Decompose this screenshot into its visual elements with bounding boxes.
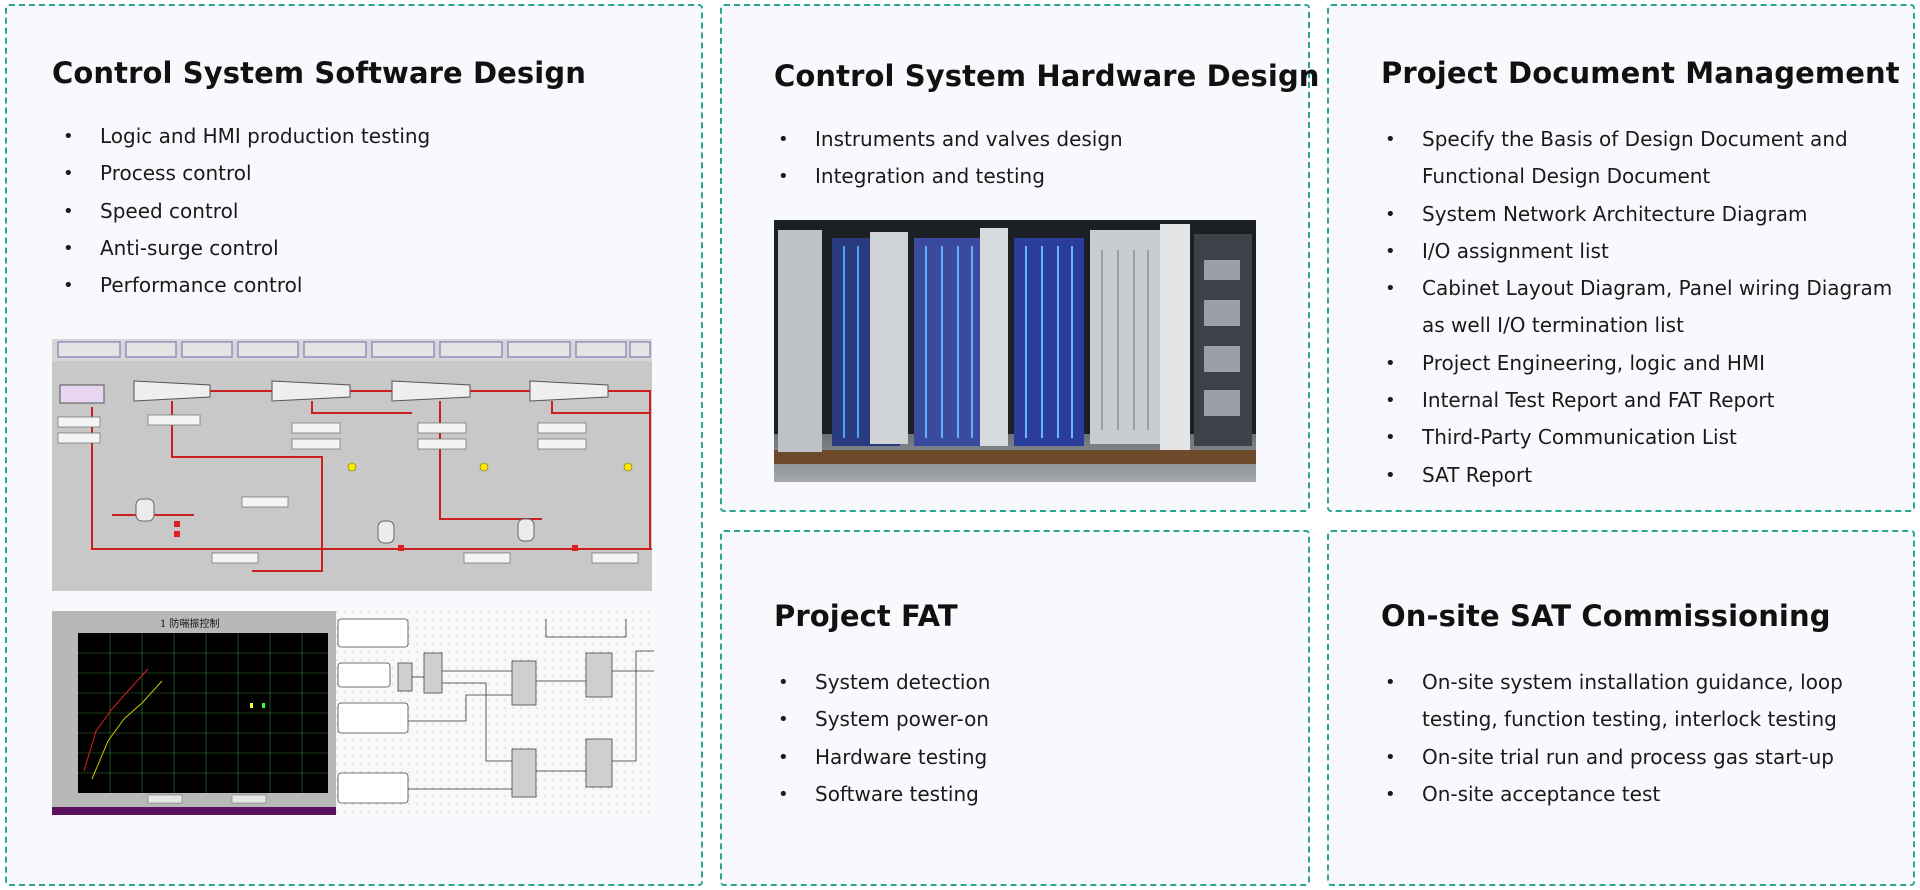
card-hardware-design: Control System Hardware Design Instrumen… (720, 4, 1319, 512)
list-item: Cabinet Layout Diagram, Panel wiring Dia… (1381, 270, 1909, 345)
logic-diagram-screenshot (336, 611, 654, 815)
list-item: Performance control (59, 267, 430, 305)
list-item: On-site system installation guidance, lo… (1381, 664, 1881, 739)
card-document-management: Project Document Management Specify the … (1327, 4, 1915, 512)
hmi-screenshot (52, 339, 652, 591)
card-project-fat: Project FAT System detection System powe… (720, 530, 1310, 886)
list-item: Anti-surge control (59, 230, 430, 268)
list-item: Third-Party Communication List (1381, 419, 1909, 457)
hmi-process-graphic (52, 339, 652, 591)
list-item: Hardware testing (774, 739, 990, 777)
feature-list: On-site system installation guidance, lo… (1381, 664, 1881, 813)
list-item: I/O assignment list (1381, 233, 1909, 271)
list-item: Integration and testing (774, 158, 1123, 196)
list-item: Instruments and valves design (774, 121, 1123, 159)
feature-list: Logic and HMI production testing Process… (59, 118, 430, 305)
list-item: Process control (59, 155, 430, 193)
feature-list: Specify the Basis of Design Document and… (1381, 121, 1909, 494)
list-item: SAT Report (1381, 457, 1909, 495)
card-title: Project Document Management (1381, 56, 1900, 90)
card-title: Project FAT (774, 599, 958, 633)
card-software-design: Control System Software Design Logic and… (5, 4, 703, 886)
card-title: Control System Hardware Design (774, 59, 1320, 93)
list-item: System Network Architecture Diagram (1381, 196, 1909, 234)
list-item: Software testing (774, 776, 990, 814)
list-item: Project Engineering, logic and HMI (1381, 345, 1909, 383)
cabinets-photo (774, 220, 1256, 482)
list-item: System power-on (774, 701, 990, 739)
list-item: On-site trial run and process gas start-… (1381, 739, 1881, 777)
card-title: On-site SAT Commissioning (1381, 599, 1831, 633)
feature-list: System detection System power-on Hardwar… (774, 664, 990, 813)
list-item: Internal Test Report and FAT Report (1381, 382, 1909, 420)
chart-title: 1 防喘振控制 (160, 617, 220, 630)
list-item: Speed control (59, 193, 430, 231)
feature-list: Instruments and valves design Integratio… (774, 121, 1123, 196)
card-sat-commissioning: On-site SAT Commissioning On-site system… (1327, 530, 1915, 886)
card-title: Control System Software Design (52, 56, 586, 90)
list-item: System detection (774, 664, 990, 702)
list-item: Logic and HMI production testing (59, 118, 430, 156)
list-item: On-site acceptance test (1381, 776, 1881, 814)
trend-chart-screenshot: 1 防喘振控制 (52, 611, 336, 815)
list-item: Specify the Basis of Design Document and… (1381, 121, 1909, 196)
